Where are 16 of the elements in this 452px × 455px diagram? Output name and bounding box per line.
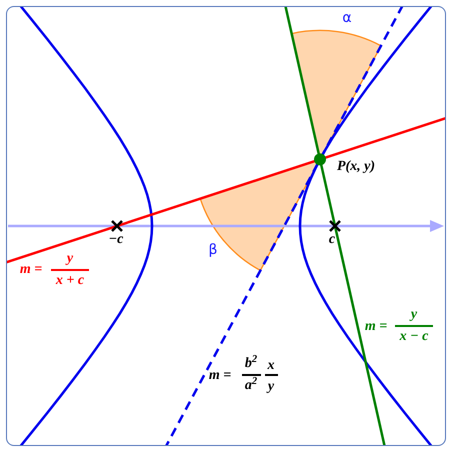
math-label: c bbox=[328, 233, 336, 247]
angle-label: α bbox=[342, 11, 352, 25]
math-label: x bbox=[268, 359, 274, 373]
math-label: P(x, y) bbox=[336, 160, 376, 174]
math-label: y bbox=[410, 308, 418, 322]
math-label: y bbox=[268, 380, 274, 394]
math-label: a$^{2}$ bbox=[244, 379, 258, 393]
math-label: m = bbox=[364, 320, 388, 334]
angle-label: β bbox=[208, 243, 218, 257]
math-label: m = bbox=[20, 263, 42, 277]
math-label: x − c bbox=[400, 330, 428, 344]
math-label: x + c bbox=[56, 274, 84, 288]
math-label: −c bbox=[108, 233, 124, 247]
math-label: m = bbox=[208, 369, 232, 383]
math-label: b$^{2}$ bbox=[244, 357, 258, 371]
math-label: y bbox=[66, 252, 74, 266]
